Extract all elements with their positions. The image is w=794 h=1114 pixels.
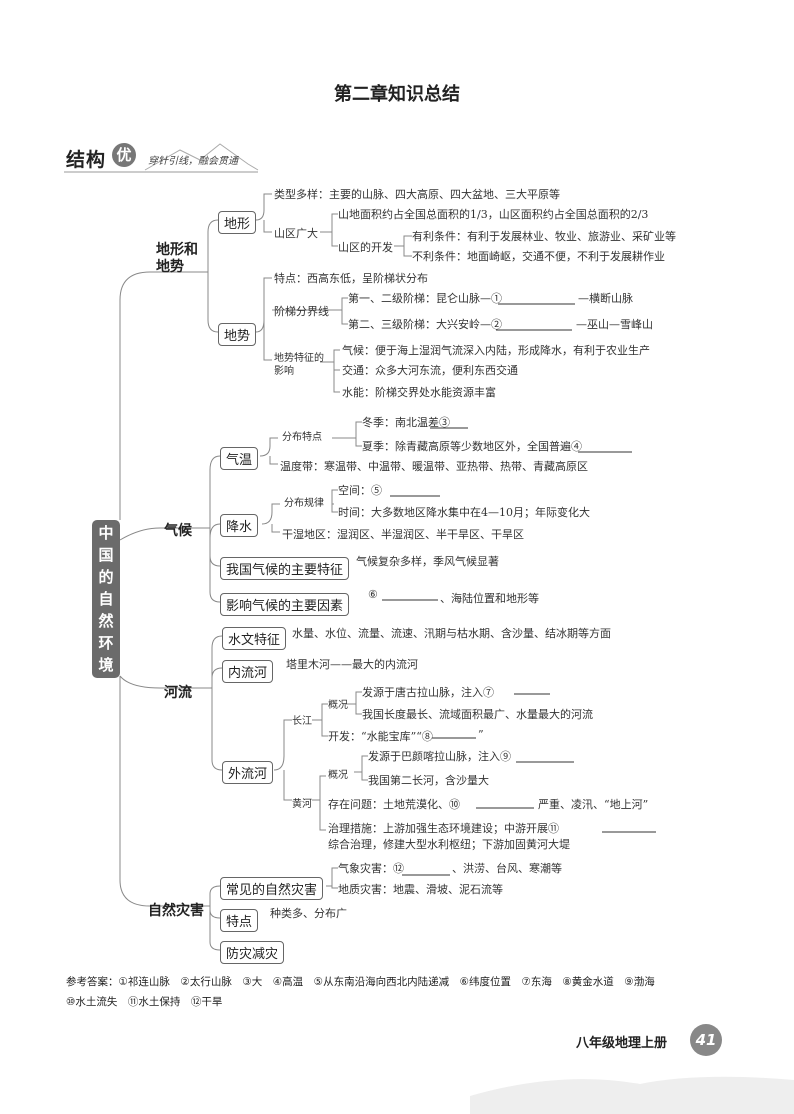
text-dist: 分布特点 [282, 432, 322, 443]
text-types: 类型多样：主要的山脉、四大高原、四大盆地、三大平原等 [274, 188, 560, 201]
text-pzones: 干湿地区：湿润区、半湿润区、半干旱区、干旱区 [282, 528, 524, 541]
text-qxend: 、洪涝、台风、寒潮等 [452, 862, 562, 875]
node-inland: 内流河 [222, 660, 274, 683]
text-hh-gk: 概况 [328, 770, 348, 781]
footer-book: 八年级地理上册 [576, 1036, 668, 1051]
node-dixing: 地形 [218, 211, 257, 234]
text-hh1: 发源于巴颜喀拉山脉，注入⑨ [368, 750, 511, 763]
text-shanqu: 山区广大 [274, 227, 318, 240]
text-b1: 第一、二级阶梯：昆仑山脉—① [348, 292, 502, 305]
banner-subtitle: 穿针引线，融会贯通 [148, 156, 238, 167]
node-common: 常见的自然灾害 [220, 877, 324, 900]
node-rivers: 河流 [164, 685, 192, 701]
text-time: 时间：大多数地区降水集中在4—10月；年际变化大 [338, 506, 590, 519]
node-water: 水文特征 [222, 627, 287, 650]
text-b2: 第二、三级阶梯：大兴安岭—② [348, 318, 502, 331]
text-feature-disaster: 种类多、分布广 [270, 907, 347, 920]
answer-key: 参考答案：①祁连山脉 ②太行山脉 ③大 ④高温 ⑤从东南沿海向西北内陆递减 ⑥纬… [66, 972, 655, 1012]
text-cj: 长江 [292, 716, 312, 727]
text-space: 空间：⑤ [338, 484, 382, 497]
node-climate-main: 我国气候的主要特征 [220, 557, 350, 580]
text-hh4: 治理措施：上游加强生态环境建设；中游开展⑪ [328, 822, 559, 835]
text-inland: 塔里木河——最大的内流河 [286, 658, 418, 671]
text-qx: 气象灾害：⑫ [338, 862, 404, 875]
text-hh: 黄河 [292, 799, 312, 810]
node-disaster: 自然灾害 [148, 903, 204, 919]
text-cj1: 发源于唐古拉山脉，注入⑦ [362, 686, 494, 699]
node-terrain: 地形和地势 [156, 242, 198, 275]
text-hh2: 我国第二长河，含沙量大 [368, 774, 489, 787]
text-cj3: 开发：“水能宝库”“⑧ [328, 730, 433, 743]
text-e2: 交通：众多大河东流，便利东西交通 [342, 364, 518, 377]
text-factor-num: ⑥ [368, 588, 378, 601]
text-e1: 气候：便于海上湿润气流深入内陆，形成降水，有利于农业生产 [342, 344, 650, 357]
text-area: 山地面积约占全国总面积的1/3，山区面积约占全国总面积的2/3 [338, 208, 649, 221]
text-dz: 地质灾害：地震、滑坡、泥石流等 [338, 883, 503, 896]
text-b1end: —横断山脉 [578, 292, 633, 305]
text-boundary: 阶梯分界线 [274, 305, 329, 318]
text-effect: 地势特征的影响 [274, 353, 324, 377]
banner-title: 结构 [66, 149, 107, 171]
text-b2end: —巫山—雪峰山 [576, 318, 653, 331]
node-climate-factor: 影响气候的主要因素 [220, 593, 350, 616]
node-prevent: 防灾减灾 [220, 941, 285, 964]
answer-line-1: 参考答案：①祁连山脉 ②太行山脉 ③大 ④高温 ⑤从东南沿海向西北内陆递减 ⑥纬… [66, 976, 655, 988]
text-cj2: 我国长度最长、流域面积最广、水量最大的河流 [362, 708, 593, 721]
text-unfav: 不利条件：地面崎岖，交通不便，不利于发展耕作业 [412, 250, 665, 263]
node-feature: 特点 [220, 909, 259, 932]
node-precip: 降水 [220, 514, 259, 537]
text-climate-main: 气候复杂多样，季风气候显著 [356, 555, 499, 568]
node-dishi: 地势 [218, 323, 257, 346]
page-title: 第二章知识总结 [334, 84, 460, 105]
text-hh5: 综合治理，修建大型水利枢纽；下游加固黄河大堤 [328, 838, 570, 851]
text-hh3end: 严重、凌汛、“地上河” [538, 798, 649, 811]
text-e3: 水能：阶梯交界处水能资源丰富 [342, 386, 496, 399]
text-zones: 温度带：寒温带、中温带、暖温带、亚热带、热带、青藏高原区 [280, 460, 588, 473]
root-node: 中国的自然环境 [92, 520, 120, 678]
text-rule: 分布规律 [284, 498, 324, 509]
node-temp: 气温 [220, 447, 259, 470]
text-factor: 、海陆位置和地形等 [440, 592, 539, 605]
answer-line-2: ⑩水土流失 ⑪水土保持 ⑫干旱 [66, 996, 223, 1008]
text-fav: 有利条件：有利于发展林业、牧业、旅游业、采矿业等 [412, 230, 676, 243]
text-hh3: 存在问题：土地荒漠化、⑩ [328, 798, 460, 811]
text-cj-gk: 概况 [328, 700, 348, 711]
node-climate: 气候 [164, 523, 192, 539]
node-outflow: 外流河 [222, 761, 274, 784]
text-kaifa: 山区的开发 [338, 241, 393, 254]
text-winter: 冬季：南北温差③ [362, 416, 450, 429]
text-cj3end: ” [478, 728, 484, 741]
text-water: 水量、水位、流量、流速、汛期与枯水期、含沙量、结冰期等方面 [292, 627, 611, 640]
banner-badge: 优 [112, 143, 136, 167]
text-feature: 特点：西高东低，呈阶梯状分布 [274, 272, 428, 285]
page-number: 41 [690, 1024, 722, 1056]
text-summer: 夏季：除青藏高原等少数地区外，全国普遍④ [362, 440, 582, 453]
